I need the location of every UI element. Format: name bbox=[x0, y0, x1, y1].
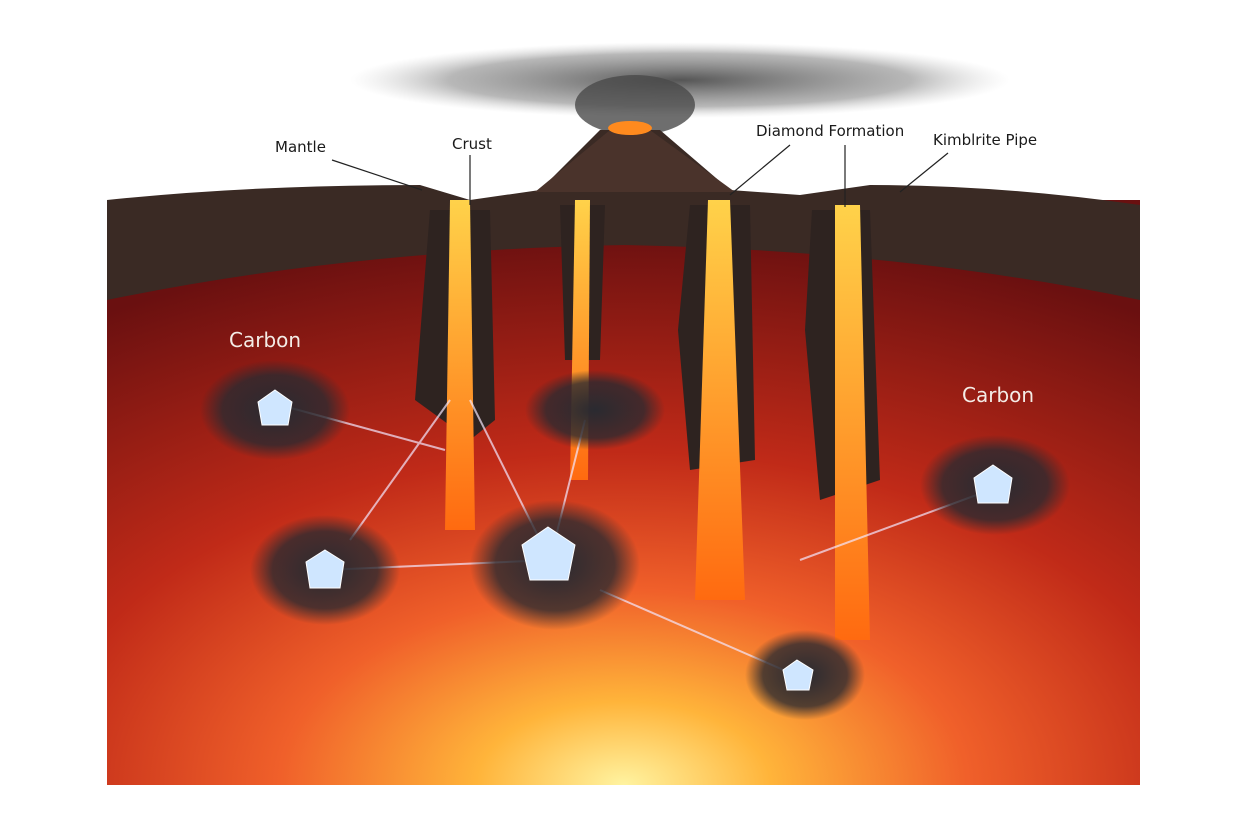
label-diamond-formation: Diamond Formation bbox=[756, 122, 904, 140]
carbon-cluster bbox=[250, 515, 400, 625]
pipe-1-lava bbox=[445, 200, 475, 530]
carbon-cluster bbox=[920, 435, 1070, 535]
carbon-cluster bbox=[470, 500, 640, 630]
carbon-cluster bbox=[525, 370, 665, 450]
diamond-icon bbox=[257, 389, 293, 426]
label-crust: Crust bbox=[452, 135, 492, 153]
volcano-cone bbox=[535, 130, 735, 192]
carbon-cluster bbox=[200, 360, 350, 460]
diamond-icon bbox=[521, 526, 576, 581]
pipe-4-lava bbox=[835, 205, 870, 640]
label-mantle: Mantle bbox=[275, 138, 326, 156]
smoke-plume bbox=[350, 42, 1010, 118]
crust-layer bbox=[107, 130, 1140, 300]
volcano-crater-glow bbox=[608, 121, 652, 135]
diamond-icon bbox=[973, 464, 1013, 504]
leader-lines bbox=[331, 144, 949, 207]
label-kimberlite-pipe: Kimblrite Pipe bbox=[933, 131, 1037, 149]
label-carbon-left: Carbon bbox=[229, 328, 301, 352]
pipe-3-lava bbox=[695, 200, 745, 600]
label-carbon-right: Carbon bbox=[962, 383, 1034, 407]
carbon-cluster bbox=[745, 630, 865, 720]
diamond-icon bbox=[305, 549, 345, 589]
carbon-clusters bbox=[200, 360, 1070, 720]
smoke-plume-core bbox=[575, 75, 695, 135]
diamond-icon bbox=[782, 659, 814, 691]
